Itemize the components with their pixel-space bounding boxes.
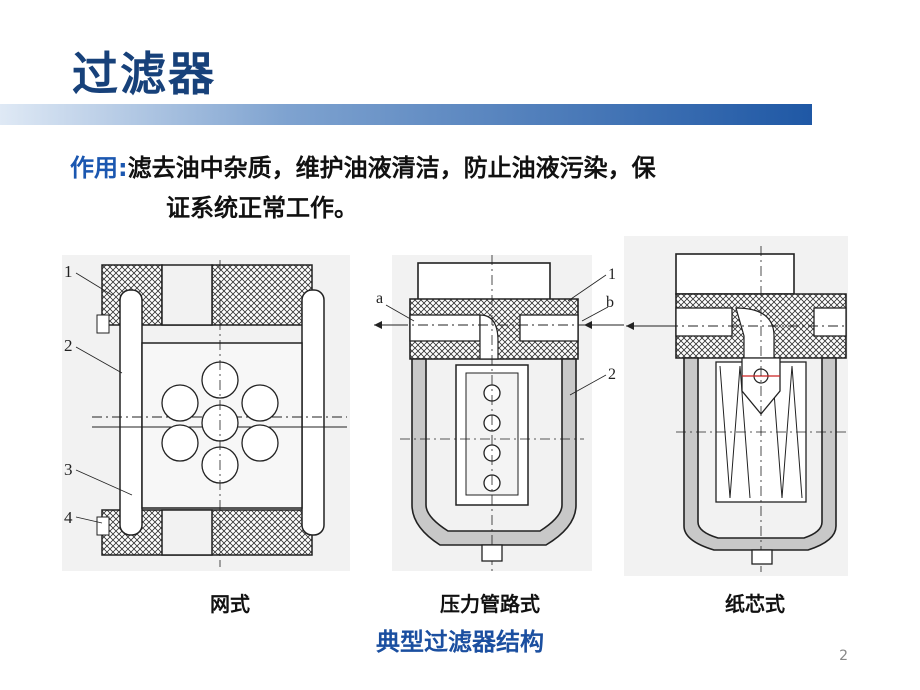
function-label: 作用: [70, 154, 128, 182]
mesh-callout-3: 3 [64, 460, 73, 479]
function-description: 作用:滤去油中杂质，维护油液清洁，防止油液污染，保 证系统正常工作。 [70, 148, 860, 228]
function-line-2: 证系统正常工作。 [166, 194, 358, 222]
title-underline-bar [0, 104, 812, 125]
mesh-callout-1: 1 [64, 262, 73, 281]
mesh-callout-4: 4 [64, 508, 73, 527]
pressure-line-filter-drawing: a b 1 2 [370, 255, 632, 571]
paper-core-filter-drawing [624, 236, 848, 576]
page-number: 2 [839, 648, 848, 664]
pressure-callout-1: 1 [608, 266, 616, 283]
figure-caption: 典型过滤器结构 [376, 628, 544, 656]
pressure-callout-a: a [376, 290, 383, 307]
function-line-1: 滤去油中杂质，维护油液清洁，防止油液污染，保 [127, 154, 656, 182]
mesh-filter-caption: 网式 [210, 592, 250, 616]
slide-title: 过滤器 [72, 47, 216, 101]
pressure-callout-b: b [606, 294, 614, 311]
paper-core-filter-caption: 纸芯式 [725, 592, 785, 616]
pressure-callout-2: 2 [608, 366, 616, 383]
mesh-callout-2: 2 [64, 336, 73, 355]
pressure-line-filter-caption: 压力管路式 [440, 592, 540, 616]
mesh-filter-drawing: 1 2 3 4 [62, 255, 350, 571]
